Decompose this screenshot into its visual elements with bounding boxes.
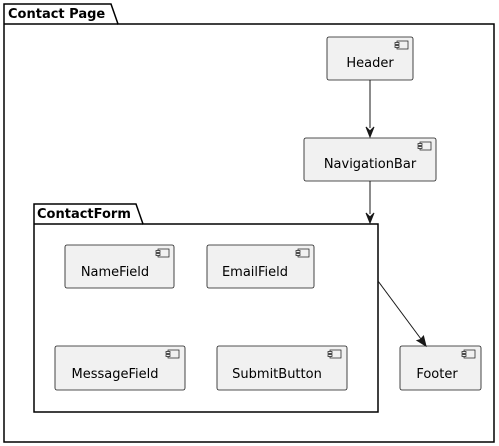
- component-name-field-label: NameField: [81, 265, 149, 280]
- arrow-contact-form-to-footer: [377, 280, 427, 348]
- component-footer-label: Footer: [416, 367, 458, 382]
- component-icon: [461, 349, 476, 359]
- component-submit-button-box: [216, 345, 348, 391]
- component-navigation-bar: NavigationBar: [303, 137, 437, 182]
- component-icon: [394, 40, 409, 50]
- component-icon: [295, 248, 310, 258]
- package-contact-page-label: Contact Page: [8, 7, 105, 22]
- component-message-field-box: [54, 345, 186, 391]
- arrow-navigation-bar-to-contact-form: [365, 181, 375, 225]
- component-message-field: MessageField: [54, 345, 186, 391]
- component-footer-box: [399, 345, 482, 391]
- component-icon: [417, 141, 432, 151]
- component-submit-button-label: SubmitButton: [232, 367, 322, 382]
- component-icon: [165, 349, 180, 359]
- component-header-label: Header: [346, 56, 394, 71]
- component-icon: [327, 349, 342, 359]
- component-email-field-label: EmailField: [222, 265, 288, 280]
- component-name-field-box: [64, 244, 175, 289]
- component-email-field-box: [206, 244, 315, 289]
- component-name-field: NameField: [64, 244, 175, 289]
- component-footer: Footer: [399, 345, 482, 391]
- component-submit-button: SubmitButton: [216, 345, 348, 391]
- component-icon: [155, 248, 170, 258]
- component-header: Header: [326, 36, 414, 81]
- package-contact-form-label: ContactForm: [37, 207, 131, 222]
- component-message-field-label: MessageField: [72, 367, 159, 382]
- component-email-field: EmailField: [206, 244, 315, 289]
- arrow-header-to-navigation-bar: [365, 80, 375, 139]
- component-navigation-bar-label: NavigationBar: [324, 157, 417, 172]
